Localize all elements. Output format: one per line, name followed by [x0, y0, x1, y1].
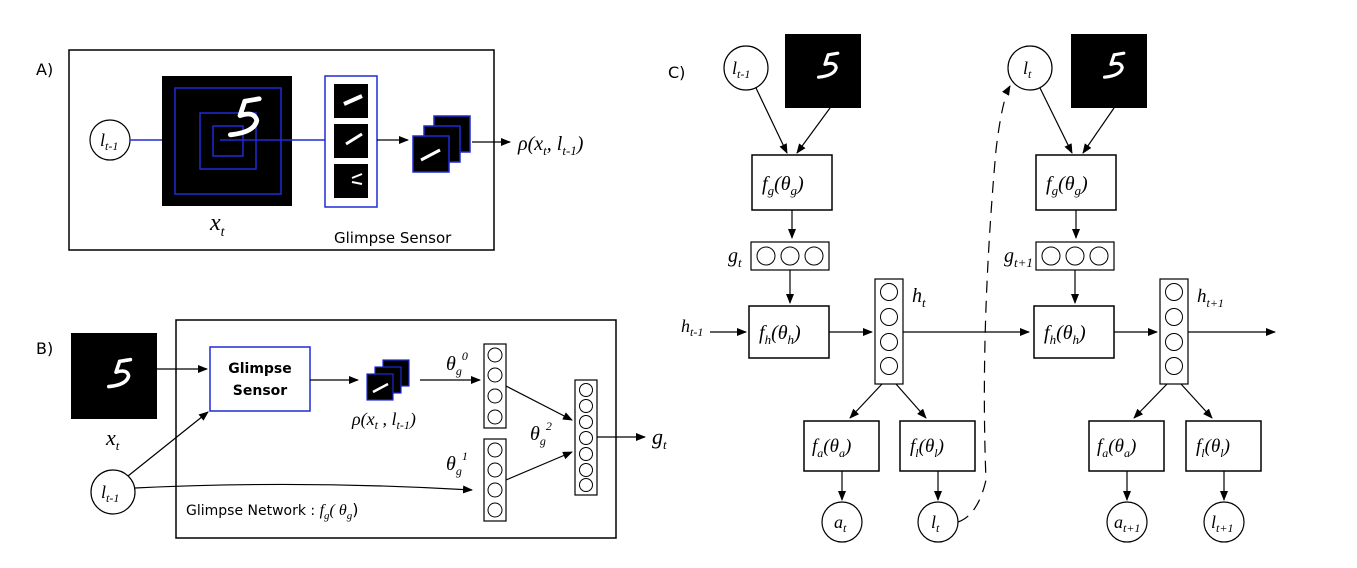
h-t1-vector [1159, 278, 1189, 385]
glimpse-scale-2 [199, 112, 257, 170]
action-node-t [821, 501, 863, 543]
input-image-b [71, 333, 157, 419]
h-t1-label: ht+1 [1197, 286, 1224, 310]
loc-to-sensor-arrow [127, 411, 209, 477]
theta2-layer [574, 379, 598, 496]
fa2-box [1088, 420, 1165, 472]
l-t-1-label: lt-1 [732, 58, 750, 81]
a-t1-label: at+1 [1114, 512, 1140, 535]
location-node-t-1 [723, 45, 769, 91]
glimpse-scale-3 [174, 87, 282, 195]
h-t-label: ht [912, 285, 926, 310]
panel-b-label: B) [36, 339, 53, 358]
l-t-label: lt [1023, 58, 1032, 81]
theta1-layer [483, 438, 507, 522]
panel-b: B) xt Glimpse Sensor lt-1 ρ(xt , lt-1) θ… [36, 319, 667, 539]
fh2-label: fh(θh) [1044, 322, 1086, 347]
theta2-label: θg2 [530, 419, 552, 448]
glimpse-patch-3 [334, 164, 368, 198]
panel-a-frame [68, 49, 495, 251]
panel-c: C) lt-1 fg(θg) gt ht-1 fh(θh) [668, 34, 1276, 543]
l-t1-out-label: lt+1 [1211, 512, 1233, 535]
g-t-vector [750, 241, 830, 271]
x-label: xt [209, 210, 226, 240]
glimpse-network-caption: Glimpse Network : fg( θg) [186, 500, 358, 522]
glimpse-sensor-caption: Glimpse Sensor [334, 229, 452, 247]
input-image-c2 [1071, 34, 1147, 108]
theta1-label: θg1 [446, 449, 468, 478]
glimpse-sensor-box [209, 346, 311, 412]
glimpse-column [324, 75, 378, 208]
action-node-t1 [1106, 501, 1148, 543]
a-t-label: at [834, 512, 847, 535]
panel-a: A) lt-1 xt ρ(xt, lt-1) Glimpse [36, 49, 584, 251]
x-label-b: xt [105, 425, 120, 453]
fl1-label: fl(θl) [910, 436, 944, 460]
sensor-label-1: Glimpse [228, 361, 292, 377]
location-label: lt-1 [100, 130, 118, 153]
location-label-b: lt-1 [101, 482, 119, 505]
fh1-box [748, 305, 830, 359]
fa1-label: fa(θa) [812, 436, 851, 460]
g-t-label: gt [728, 245, 742, 270]
rho-label-b: ρ(xt , lt-1) [351, 409, 416, 432]
l-to-fg1-arrow [755, 87, 788, 154]
panel-b-frame [175, 319, 617, 539]
location-out-node-t1 [1203, 501, 1245, 543]
theta0-layer [483, 343, 507, 429]
location-node-b [90, 469, 136, 515]
g-label-b: gt [652, 424, 667, 452]
fg1-label: fg(θg) [762, 173, 804, 198]
panel-c-label: C) [668, 63, 685, 82]
theta1-to-theta2-arrow [505, 451, 573, 481]
theta0-label: θg0 [446, 349, 468, 378]
theta0-to-theta2-arrow [505, 385, 573, 421]
sensor-label-2: Sensor [233, 383, 287, 399]
panel-a-label: A) [36, 60, 53, 79]
input-image [162, 76, 292, 206]
fh1-label: fh(θh) [759, 322, 801, 347]
fg2-label: fg(θg) [1046, 173, 1088, 198]
stacked-glimpse [412, 115, 471, 173]
h-prev-label: ht-1 [681, 316, 703, 339]
g-t1-vector [1035, 241, 1115, 271]
input-image-c1 [785, 34, 861, 108]
fl2-label: fl(θl) [1196, 436, 1230, 460]
stacked-glimpse-b [366, 359, 410, 401]
loc-to-theta1-arrow [134, 483, 473, 494]
location-node-t [1007, 45, 1053, 91]
fa2-label: fa(θa) [1097, 436, 1136, 460]
glimpse-scale-1 [212, 125, 244, 157]
fl2-box [1185, 420, 1262, 472]
h-t-vector [874, 278, 904, 385]
img-to-fg1-arrow [796, 107, 831, 154]
fg1-box [751, 154, 833, 211]
l-t-out-label: lt [931, 512, 940, 535]
rho-label: ρ(xt, lt-1) [517, 133, 584, 158]
g-t1-label: gt+1 [1004, 245, 1033, 270]
